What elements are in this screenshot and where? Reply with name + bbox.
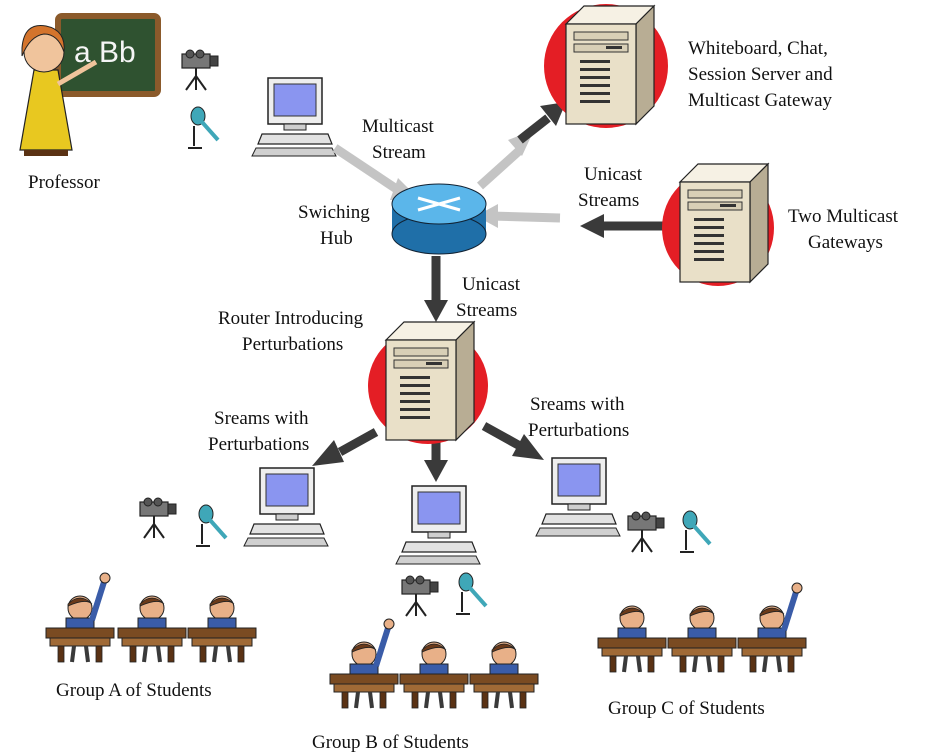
video-camera-icon	[181, 49, 219, 91]
chalkboard-text: a Bb	[74, 36, 136, 69]
group-b-computer-icon	[395, 485, 481, 565]
streams-left-label-line1: Sreams with	[214, 408, 309, 429]
hub-to-router-arrow	[424, 256, 448, 322]
student-icon	[116, 594, 188, 664]
streams-right-label-line2: Perturbations	[528, 420, 629, 441]
server-label-line3: Multicast Gateway	[688, 90, 833, 111]
router-to-group-c-arrow	[481, 422, 544, 460]
unicast-right-label-line1: Unicast	[584, 164, 643, 185]
group-a-camera-icon	[139, 497, 177, 539]
group-c-camera-icon	[627, 511, 665, 553]
streams-left-label-line2: Perturbations	[208, 434, 309, 455]
group-b-label: Group B of Students	[312, 732, 469, 753]
student-icon	[666, 604, 738, 674]
student-icon	[46, 573, 114, 662]
group-b-mic-icon	[454, 571, 488, 616]
group-c-label: Group C of Students	[608, 698, 765, 719]
gateway-server-icon	[662, 163, 774, 286]
multicast-label-line1: Multicast	[362, 116, 434, 137]
router-label-line2: Perturbations	[242, 334, 343, 355]
router-label-line1: Router Introducing	[218, 308, 364, 329]
student-icon	[186, 594, 258, 664]
multicast-label-line2: Stream	[372, 142, 426, 163]
professor-label: Professor	[28, 172, 100, 193]
router-to-group-b-arrow	[424, 440, 448, 482]
student-icon	[468, 640, 540, 710]
unicast-right-label-line2: Streams	[578, 190, 639, 211]
student-icon	[738, 583, 806, 672]
switching-hub-icon	[391, 183, 487, 255]
student-icon	[330, 619, 398, 708]
to-server-arrow	[517, 102, 566, 144]
streams-right-label-line1: Sreams with	[530, 394, 625, 415]
microphone-icon	[186, 105, 220, 150]
server-label-line1: Whiteboard, Chat,	[688, 38, 828, 59]
group-c-students	[596, 583, 806, 674]
server-label-line2: Session Server and	[688, 64, 833, 85]
group-a-computer-icon	[243, 467, 329, 547]
hub-label-line2: Hub	[320, 228, 353, 249]
unicast-center-label-line2: Streams	[456, 300, 517, 321]
computer-icon	[251, 77, 337, 157]
hub-label-line1: Swiching	[298, 202, 370, 223]
student-icon	[596, 604, 668, 674]
group-a-students	[46, 573, 258, 664]
group-b-students	[330, 619, 540, 710]
group-b-camera-icon	[401, 575, 439, 617]
server-icon	[544, 4, 668, 128]
unicast-center-label-line1: Unicast	[462, 274, 521, 295]
router-to-group-a-arrow	[312, 428, 379, 466]
group-c-mic-icon	[678, 509, 712, 554]
student-icon	[398, 640, 470, 710]
gateways-label-line2: Gateways	[808, 232, 883, 253]
group-c-computer-icon	[535, 457, 621, 537]
router-icon	[368, 321, 488, 444]
professor-icon: a Bb	[19, 13, 161, 156]
group-a-mic-icon	[194, 503, 228, 548]
gateways-label-line1: Two Multicast	[788, 206, 899, 227]
gateway-unicast-arrow	[580, 214, 666, 238]
gateway-to-hub-arrow	[476, 204, 561, 228]
group-a-label: Group A of Students	[56, 680, 212, 701]
